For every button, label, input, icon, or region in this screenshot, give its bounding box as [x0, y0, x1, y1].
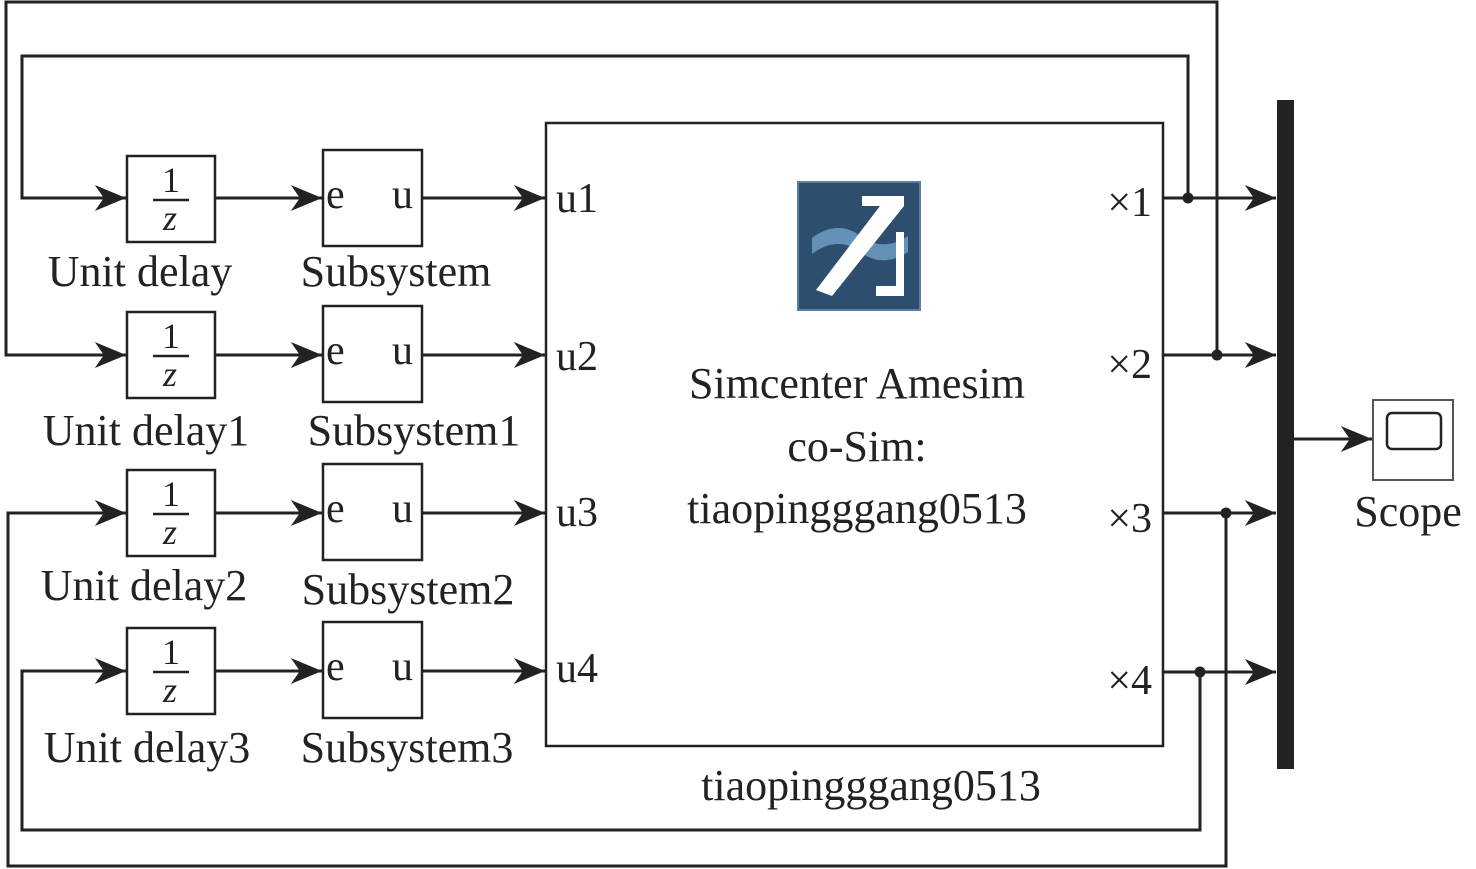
unit-delay-denominator: z — [162, 198, 177, 238]
branch-point — [1211, 349, 1223, 361]
branch-point — [1220, 507, 1232, 519]
unit-delay3-block[interactable]: 1 z Unit delay3 — [44, 626, 251, 772]
cosim-output-x4: ×4 — [1107, 658, 1152, 704]
amesim-logo-icon — [797, 181, 921, 311]
cosim-input-u4: u4 — [556, 646, 598, 692]
subsystem2-block[interactable]: e u Subsystem2 — [302, 462, 515, 614]
unit-delay-label: Unit delay — [48, 247, 233, 296]
cosim-input-u3: u3 — [556, 490, 598, 536]
cosim-title-line-2: co-Sim: — [787, 422, 926, 471]
subsystem-label: Subsystem — [301, 247, 492, 296]
cosim-input-u1: u1 — [556, 176, 598, 222]
cosim-title-line-1: Simcenter Amesim — [689, 359, 1025, 408]
unit-delay1-denominator: z — [162, 354, 177, 394]
unit-delay3-label: Unit delay3 — [44, 723, 251, 772]
subsystem1-label: Subsystem1 — [308, 406, 521, 455]
mux-bar[interactable] — [1277, 100, 1294, 769]
unit-delay3-numerator: 1 — [162, 632, 180, 672]
feedback-line[interactable] — [4, 0, 1219, 368]
subsystem2-out-port: u — [392, 486, 413, 532]
cosim-output-x2: ×2 — [1107, 342, 1152, 388]
feedback-line[interactable] — [20, 54, 1190, 211]
subsystem3-in-port: e — [326, 644, 345, 690]
subsystem3-block[interactable]: e u Subsystem3 — [301, 620, 514, 772]
scope-icon — [1385, 411, 1443, 451]
cosim-block-name: tiaopingggang0513 — [701, 761, 1041, 810]
scope-label: Scope — [1354, 487, 1462, 536]
subsystem-out-port: u — [392, 172, 413, 218]
unit-delay3-denominator: z — [162, 670, 177, 710]
scope-block[interactable]: Scope — [1354, 399, 1462, 536]
unit-delay2-block[interactable]: 1 z Unit delay2 — [41, 468, 248, 610]
unit-delay-numerator: 1 — [162, 160, 180, 200]
unit-delay2-numerator: 1 — [162, 474, 180, 514]
cosim-output-x3: ×3 — [1107, 496, 1152, 542]
cosim-output-x1: ×1 — [1107, 180, 1152, 226]
feedback-line[interactable] — [20, 658, 1202, 832]
subsystem1-box[interactable] — [321, 304, 424, 404]
unit-delay1-block[interactable]: 1 z Unit delay1 — [43, 310, 250, 455]
subsystem2-in-port: e — [326, 486, 345, 532]
unit-delay1-label: Unit delay1 — [43, 406, 250, 455]
unit-delay-block[interactable]: 1 z Unit delay — [48, 154, 233, 296]
feedback-line[interactable] — [6, 500, 1228, 868]
subsystem-in-port: e — [326, 172, 345, 218]
cosim-input-u2: u2 — [556, 334, 598, 380]
branch-point — [1182, 192, 1194, 204]
unit-delay2-label: Unit delay2 — [41, 561, 248, 610]
subsystem1-out-port: u — [392, 328, 413, 374]
subsystem2-label: Subsystem2 — [302, 565, 515, 614]
subsystem3-out-port: u — [392, 644, 413, 690]
branch-point — [1194, 666, 1206, 678]
unit-delay2-denominator: z — [162, 512, 177, 552]
cosim-block[interactable]: u1 u2 u3 u4 ×1 ×2 ×3 ×4 Simcenter Amesim… — [544, 121, 1165, 810]
subsystem1-block[interactable]: e u Subsystem1 — [308, 304, 521, 455]
subsystem3-label: Subsystem3 — [301, 723, 514, 772]
subsystem1-in-port: e — [326, 328, 345, 374]
cosim-title-line-3: tiaopingggang0513 — [687, 484, 1027, 533]
unit-delay1-numerator: 1 — [162, 316, 180, 356]
subsystem-block[interactable]: e u Subsystem — [301, 148, 492, 296]
